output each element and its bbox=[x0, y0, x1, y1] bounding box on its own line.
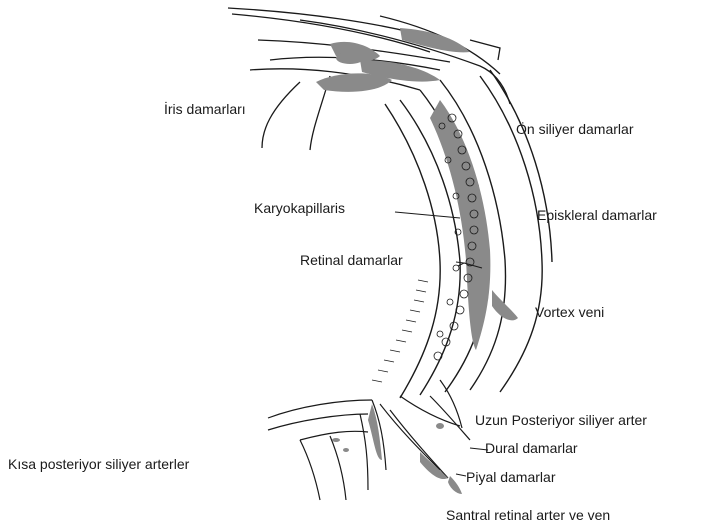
label-pial-vessels: Piyal damarlar bbox=[466, 470, 555, 484]
posterior-vessel-fills bbox=[332, 404, 462, 494]
retina-hatching bbox=[372, 280, 428, 382]
label-retinal-vessels: Retinal damarlar bbox=[300, 253, 403, 267]
label-central-retinal-artery-vein: Santral retinal arter ve ven bbox=[446, 508, 610, 522]
label-anterior-ciliary-vessels: Ön siliyer damarlar bbox=[516, 122, 633, 136]
label-long-posterior-ciliary-artery: Uzun Posteriyor siliyer arter bbox=[475, 413, 647, 427]
label-short-posterior-ciliary-arteries: Kısa posteriyor siliyer arterler bbox=[8, 457, 189, 471]
label-episcleral-vessels: Episkleral damarlar bbox=[537, 208, 657, 222]
label-iris-vessels: İris damarları bbox=[164, 102, 246, 116]
leader-karyokapillaris bbox=[395, 212, 460, 218]
label-vortex-vein: Vortex veni bbox=[535, 305, 604, 319]
optic-nerve-region bbox=[268, 380, 470, 500]
leader-piyal bbox=[456, 474, 466, 476]
label-dural-vessels: Dural damarlar bbox=[485, 441, 578, 455]
label-choriocapillaris: Karyokapillaris bbox=[254, 201, 345, 215]
